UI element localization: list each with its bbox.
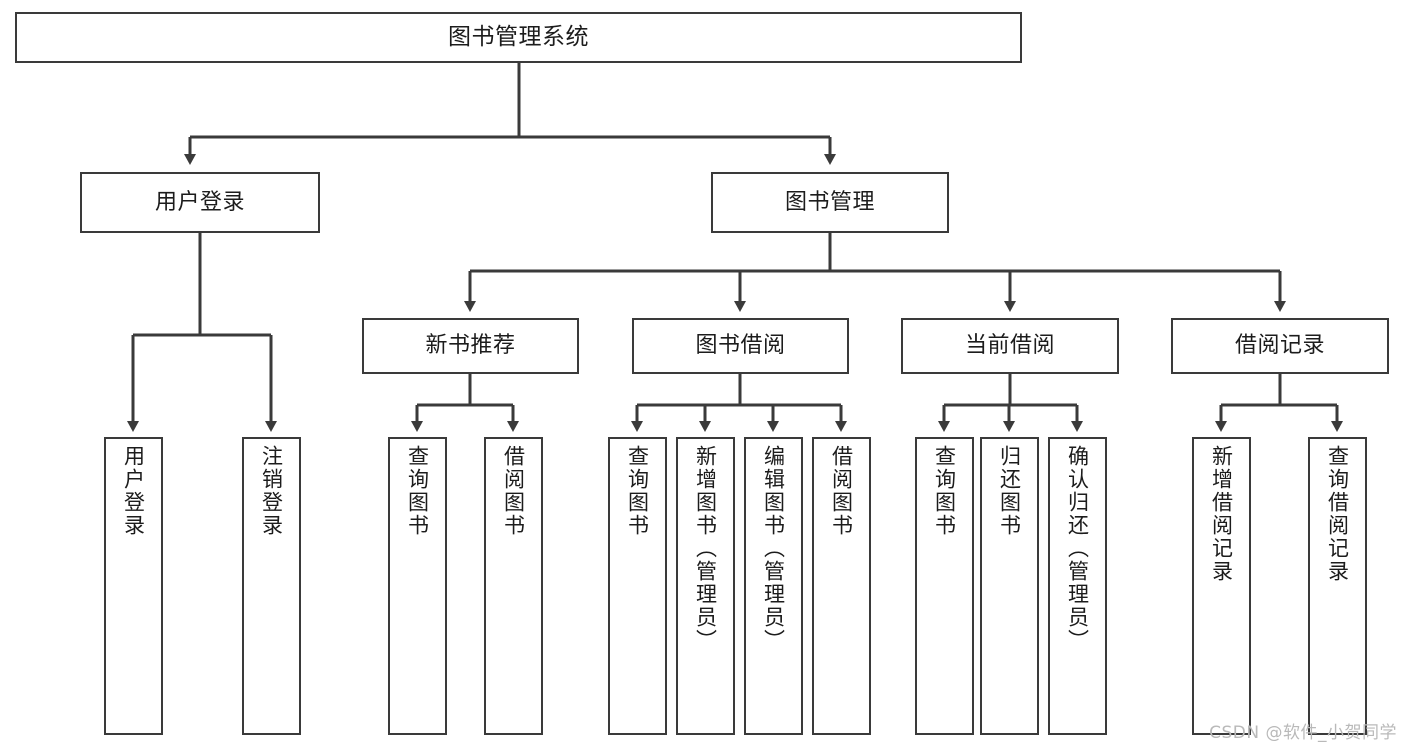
- node-new-book-recommend-label: 新书推荐: [425, 333, 516, 359]
- leaf-record-add[interactable]: 新增借阅记录: [1192, 437, 1251, 735]
- leaf-label: 归还图书: [997, 445, 1022, 537]
- node-user-login[interactable]: 用户登录: [80, 172, 320, 233]
- leaf-label: 注销登录: [259, 445, 284, 537]
- node-book-borrow-label: 图书借阅: [695, 333, 786, 359]
- leaf-label: 借阅图书: [501, 445, 526, 537]
- leaf-borrow-query-book[interactable]: 查询图书: [608, 437, 667, 735]
- node-borrow-record[interactable]: 借阅记录: [1171, 318, 1389, 374]
- leaf-label: 借阅图书: [829, 445, 854, 537]
- leaf-label: 新增图书（管理员）: [693, 445, 718, 652]
- leaf-new-book-borrow[interactable]: 借阅图书: [484, 437, 543, 735]
- leaf-new-book-query[interactable]: 查询图书: [388, 437, 447, 735]
- node-book-management[interactable]: 图书管理: [711, 172, 949, 233]
- leaf-label: 确认归还（管理员）: [1065, 445, 1090, 652]
- leaf-user-login-login[interactable]: 用户登录: [104, 437, 163, 735]
- node-book-borrow[interactable]: 图书借阅: [632, 318, 849, 374]
- leaf-label: 新增借阅记录: [1209, 445, 1234, 583]
- leaf-current-query-book[interactable]: 查询图书: [915, 437, 974, 735]
- node-book-management-label: 图书管理: [784, 189, 875, 215]
- node-root-label: 图书管理系统: [448, 23, 589, 50]
- leaf-label: 查询图书: [625, 445, 650, 537]
- leaf-record-query[interactable]: 查询借阅记录: [1308, 437, 1367, 735]
- leaf-label: 查询借阅记录: [1325, 445, 1350, 583]
- node-new-book-recommend[interactable]: 新书推荐: [362, 318, 579, 374]
- leaf-current-confirm-return[interactable]: 确认归还（管理员）: [1048, 437, 1107, 735]
- leaf-label: 编辑图书（管理员）: [761, 445, 786, 652]
- node-borrow-record-label: 借阅记录: [1234, 333, 1325, 359]
- leaf-current-return-book[interactable]: 归还图书: [980, 437, 1039, 735]
- node-current-borrow-label: 当前借阅: [964, 333, 1055, 359]
- leaf-label: 用户登录: [121, 445, 146, 537]
- node-user-login-label: 用户登录: [154, 189, 245, 215]
- node-root[interactable]: 图书管理系统: [15, 12, 1022, 63]
- leaf-borrow-add-book[interactable]: 新增图书（管理员）: [676, 437, 735, 735]
- leaf-label: 查询图书: [932, 445, 957, 537]
- leaf-user-login-logout[interactable]: 注销登录: [242, 437, 301, 735]
- node-current-borrow[interactable]: 当前借阅: [901, 318, 1119, 374]
- leaf-label: 查询图书: [405, 445, 430, 537]
- leaf-borrow-edit-book[interactable]: 编辑图书（管理员）: [744, 437, 803, 735]
- watermark: CSDN @软件_小贺同学: [1209, 723, 1397, 743]
- leaf-borrow-borrow-book[interactable]: 借阅图书: [812, 437, 871, 735]
